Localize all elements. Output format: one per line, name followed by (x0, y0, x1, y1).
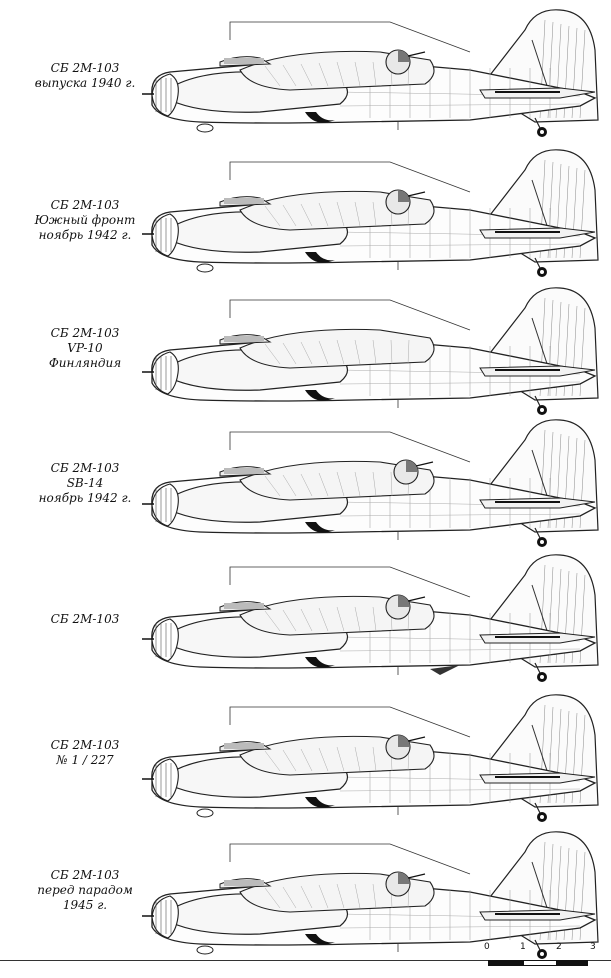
bottom-rule (0, 960, 611, 961)
caption-line: Южный фронт (34, 213, 136, 227)
profile-row: СБ 2М-103 (0, 545, 611, 683)
caption-line: СБ 2М-103 (50, 461, 120, 475)
aircraft-profile-drawing (142, 831, 599, 959)
aircraft-profile-drawing (142, 287, 599, 415)
scale-tick-2: 2 (556, 942, 562, 952)
scale-bar-segments (488, 960, 588, 966)
caption-line: СБ 2М-103 (50, 326, 120, 340)
scale-tick-0: 0 (484, 942, 490, 952)
scale-bar: 0 1 2 3 (478, 942, 603, 974)
caption-line: СБ 2М-103 (50, 738, 120, 752)
caption-line: СБ 2М-103 (50, 61, 120, 75)
aircraft-profile-drawing (142, 554, 599, 682)
caption-line: № 1 / 227 (56, 753, 114, 767)
caption-line: 1945 г. (62, 898, 108, 912)
profile-caption: СБ 2М-103 (10, 612, 160, 627)
caption-line: SB-14 (66, 476, 104, 490)
aircraft-profile-drawing (142, 419, 599, 547)
scale-tick-3: 3 (590, 942, 596, 952)
caption-line: СБ 2М-103 (50, 612, 120, 626)
caption-line: ноябрь 1942 г. (38, 228, 132, 242)
aircraft-profile-drawing (142, 149, 599, 277)
caption-line: СБ 2М-103 (50, 868, 120, 882)
scale-tick-1: 1 (520, 942, 526, 952)
caption-line: выпуска 1940 г. (34, 76, 136, 90)
caption-line: перед парадом (37, 883, 133, 897)
caption-line: Финляндия (48, 356, 122, 370)
aircraft-profile-drawing (142, 9, 599, 137)
caption-line: СБ 2М-103 (50, 198, 120, 212)
aircraft-profile-drawing (142, 694, 599, 822)
caption-line: ноябрь 1942 г. (38, 491, 132, 505)
caption-line: VP-10 (67, 341, 103, 355)
